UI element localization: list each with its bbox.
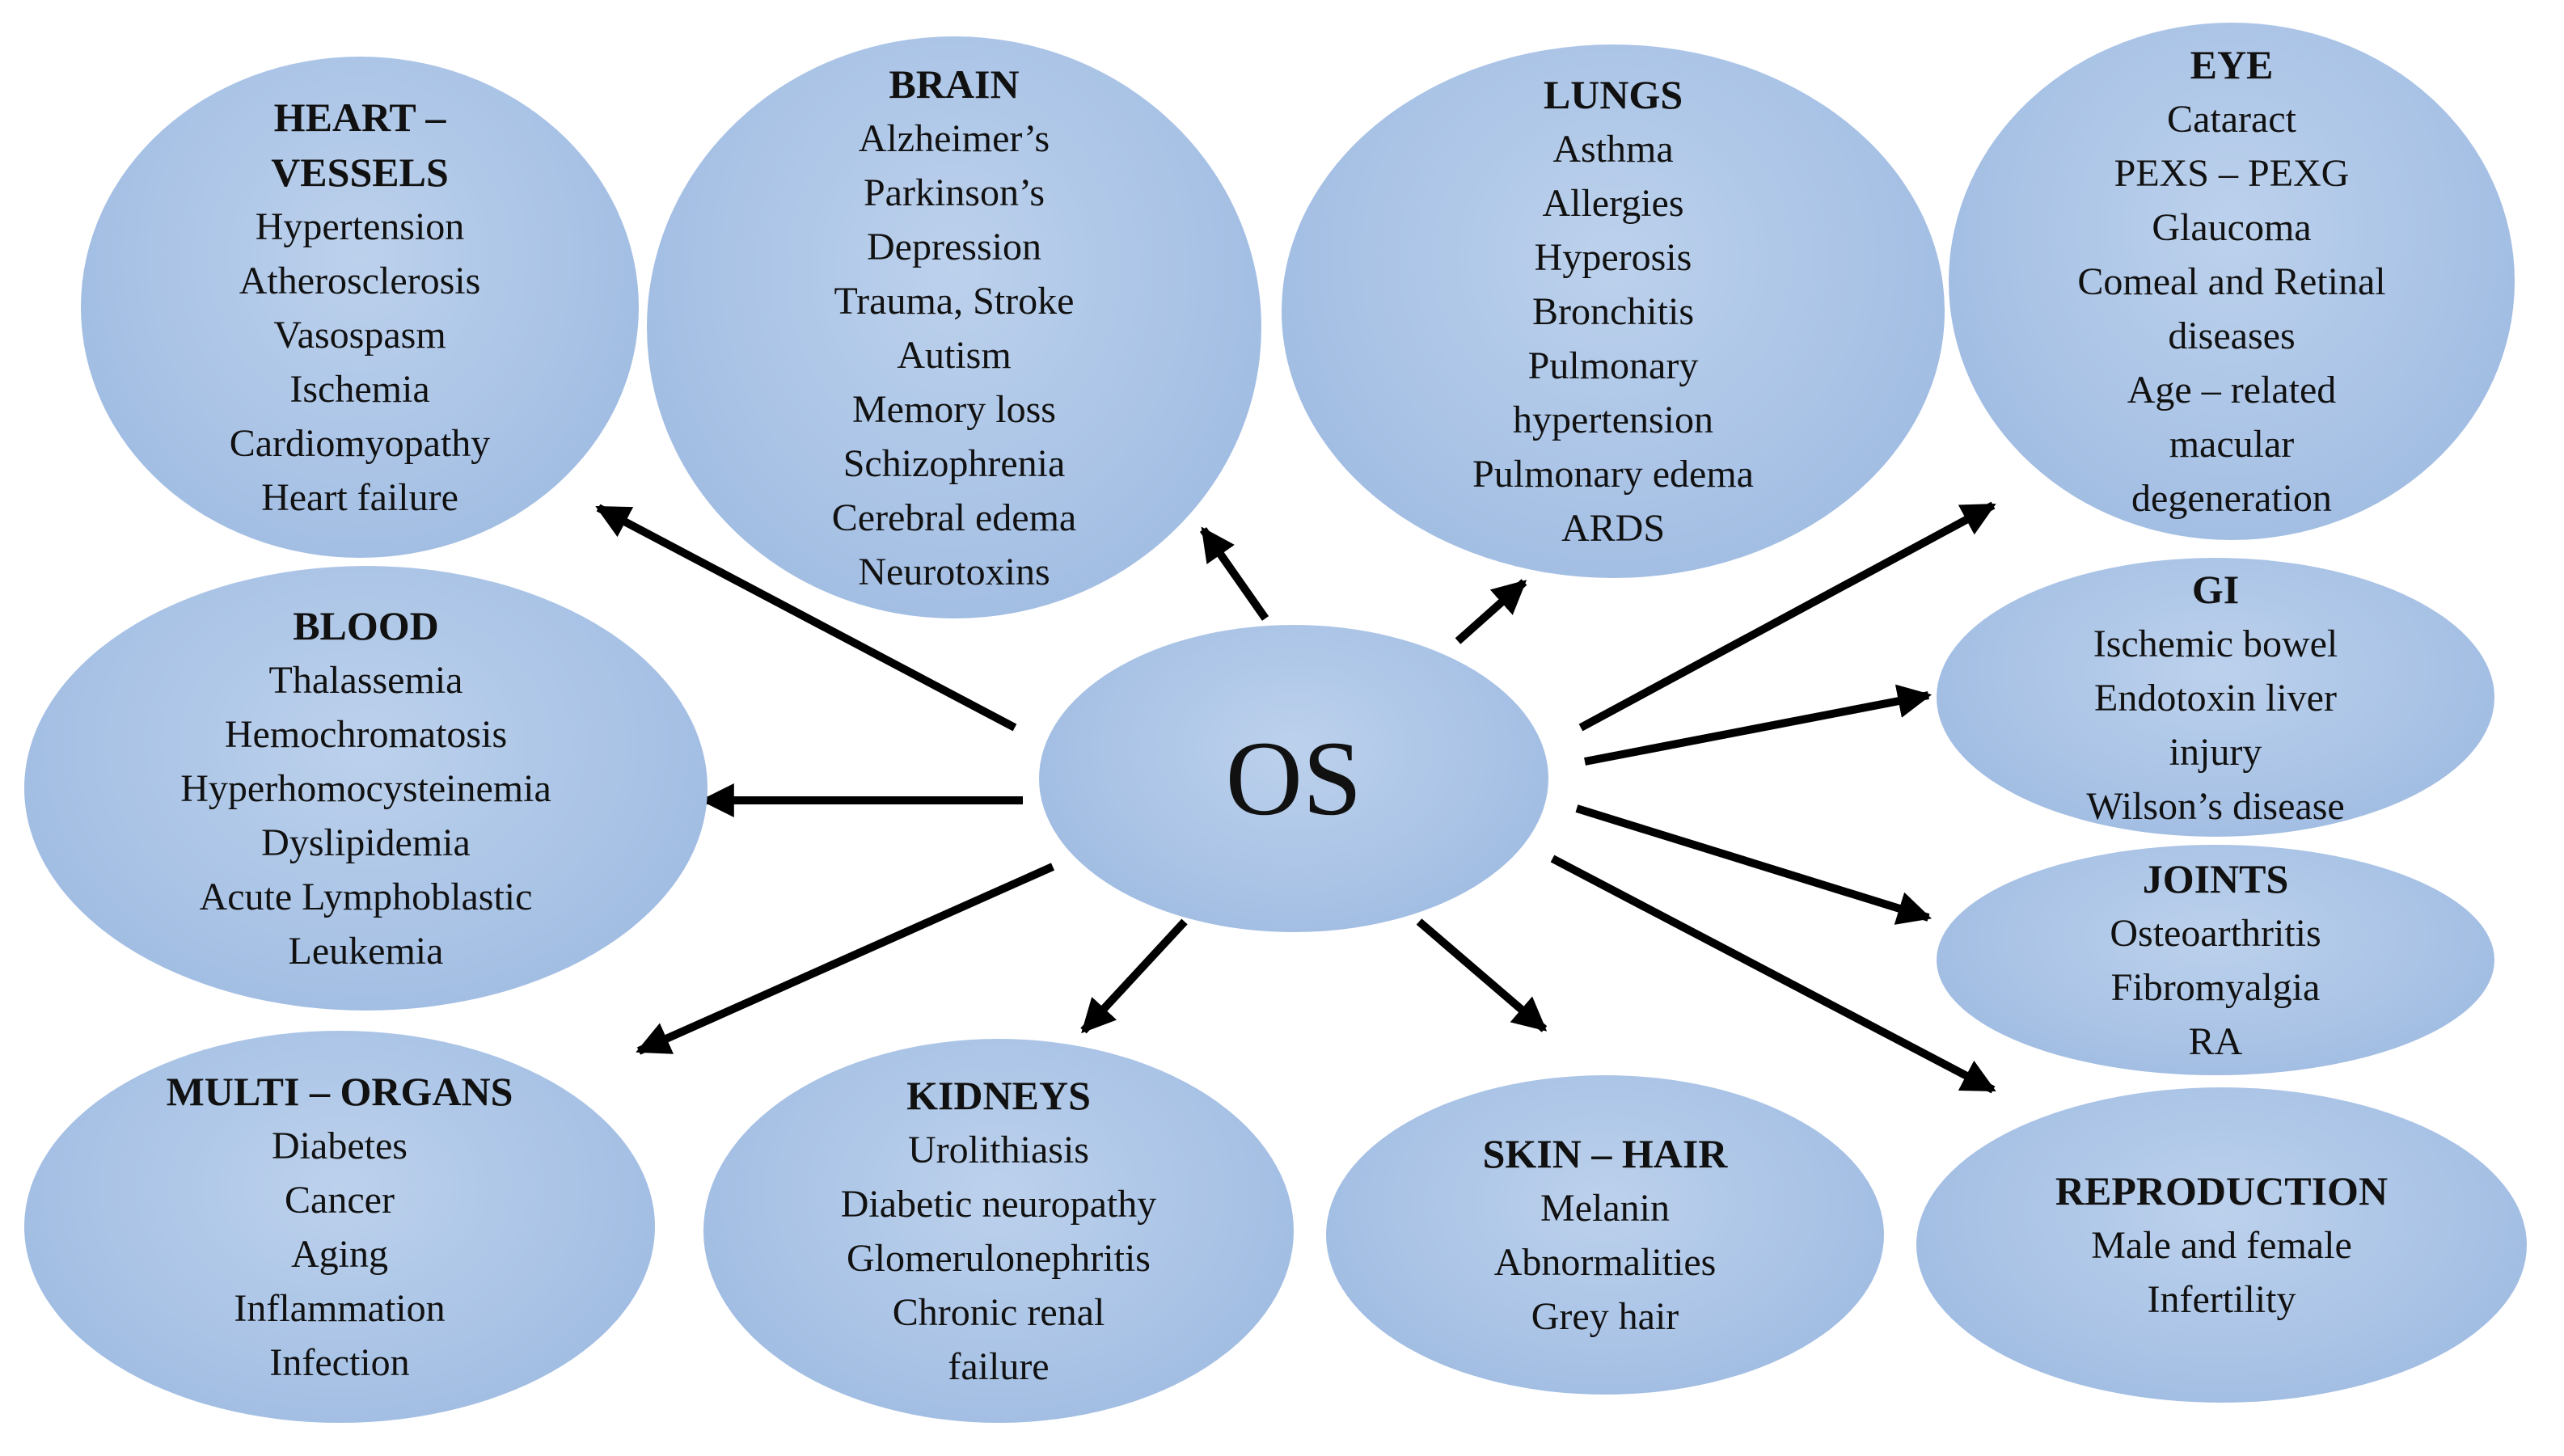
condition-item: Autism	[897, 333, 1012, 377]
condition-item: Pulmonary edema	[1472, 453, 1754, 496]
condition-item: Neurotoxins	[858, 550, 1050, 593]
condition-item: Abnormalities	[1493, 1241, 1717, 1284]
node-title: LUNGS	[1543, 72, 1683, 117]
condition-item: Diabetes	[272, 1125, 408, 1167]
condition-item: Parkinson’s	[863, 171, 1045, 214]
node-title: REPRODUCTION	[2055, 1168, 2389, 1213]
node-title: HEART – VESSELS	[271, 95, 449, 195]
condition-item: Hyperhomocysteinemia	[180, 767, 551, 810]
node-title: JOINTS	[2142, 856, 2289, 901]
condition-item: Dyslipidemia	[261, 821, 471, 864]
node-title: MULTI – ORGANS	[166, 1069, 513, 1114]
node-title: SKIN – HAIR	[1482, 1131, 1728, 1176]
condition-item: Cataract	[2167, 98, 2296, 141]
condition-item: Memory loss	[851, 387, 1056, 431]
condition-item: Vasospasm	[273, 314, 446, 357]
node-title: BRAIN	[889, 61, 1020, 107]
condition-item: Trauma, Stroke	[834, 279, 1075, 323]
condition-item: Acute Lymphoblastic Leukemia	[199, 876, 533, 973]
condition-item: Inflammation	[234, 1287, 446, 1330]
condition-item: Infertility	[2147, 1278, 2296, 1321]
condition-item: Hyperosis	[1534, 236, 1692, 279]
condition-item: Pulmonary hypertension	[1513, 344, 1713, 441]
condition-item: Male and female	[2091, 1224, 2352, 1267]
condition-item: Asthma	[1552, 128, 1674, 171]
arrow-to-skin	[1416, 918, 1548, 1032]
condition-item: Cancer	[285, 1179, 395, 1222]
condition-item: RA	[2188, 1020, 2243, 1063]
condition-item: Atherosclerosis	[239, 260, 481, 302]
arrow-to-lungs	[1455, 579, 1527, 644]
condition-item: Alzheimer’s	[858, 116, 1050, 160]
arrow-to-reproduction	[1550, 855, 1996, 1094]
condition-item: Melanin	[1540, 1187, 1670, 1230]
condition-item: Glomerulonephritis	[847, 1237, 1151, 1280]
condition-item: Infection	[269, 1341, 410, 1384]
condition-item: Thalassemia	[268, 659, 463, 702]
condition-item: Fibromyalgia	[2110, 966, 2321, 1009]
node-title: GI	[2191, 566, 2240, 612]
condition-item: Allergies	[1542, 182, 1684, 225]
arrow-to-kidneys	[1080, 918, 1188, 1034]
condition-item: Heart failure	[261, 476, 458, 519]
center-os-node: OS	[1039, 625, 1548, 932]
condition-item: Chronic renal failure	[892, 1291, 1105, 1388]
condition-item: Age – related macular degeneration	[2127, 369, 2337, 520]
condition-item: Glaucoma	[2152, 206, 2312, 249]
arrow-to-multi	[636, 863, 1055, 1055]
condition-item: Cerebral edema	[831, 496, 1077, 539]
condition-item: ARDS	[1561, 507, 1666, 550]
condition-item: Wilson’s disease	[2086, 784, 2345, 828]
condition-item: Endotoxin liver injury	[2094, 676, 2337, 774]
condition-item: Schizophrenia	[843, 441, 1066, 485]
condition-item: Hemochromatosis	[224, 713, 508, 756]
condition-item: Cardiomyopathy	[229, 422, 491, 465]
condition-item: PEXS – PEXG	[2114, 152, 2350, 195]
arrow-to-brain	[1199, 526, 1269, 621]
condition-item: Osteoarthritis	[2110, 912, 2321, 955]
condition-item: Grey hair	[1531, 1295, 1679, 1338]
condition-item: Diabetic neuropathy	[840, 1183, 1157, 1226]
node-title: BLOOD	[293, 603, 439, 648]
arrow-to-gi	[1584, 684, 1933, 766]
arrow-to-joints	[1575, 804, 1933, 925]
node-title: EYE	[2190, 42, 2274, 87]
condition-item: Comeal and Retinal diseases	[2077, 260, 2386, 357]
node-title: KIDNEYS	[906, 1073, 1091, 1118]
condition-item: Hypertension	[255, 205, 465, 248]
center-label: OS	[1225, 719, 1362, 838]
condition-item: Ischemia	[289, 368, 430, 411]
condition-item: Depression	[867, 225, 1041, 268]
condition-item: Bronchitis	[1532, 290, 1694, 333]
condition-item: Aging	[290, 1233, 388, 1276]
condition-item: Urolithiasis	[907, 1129, 1089, 1171]
condition-item: Ischemic bowel	[2093, 622, 2338, 665]
